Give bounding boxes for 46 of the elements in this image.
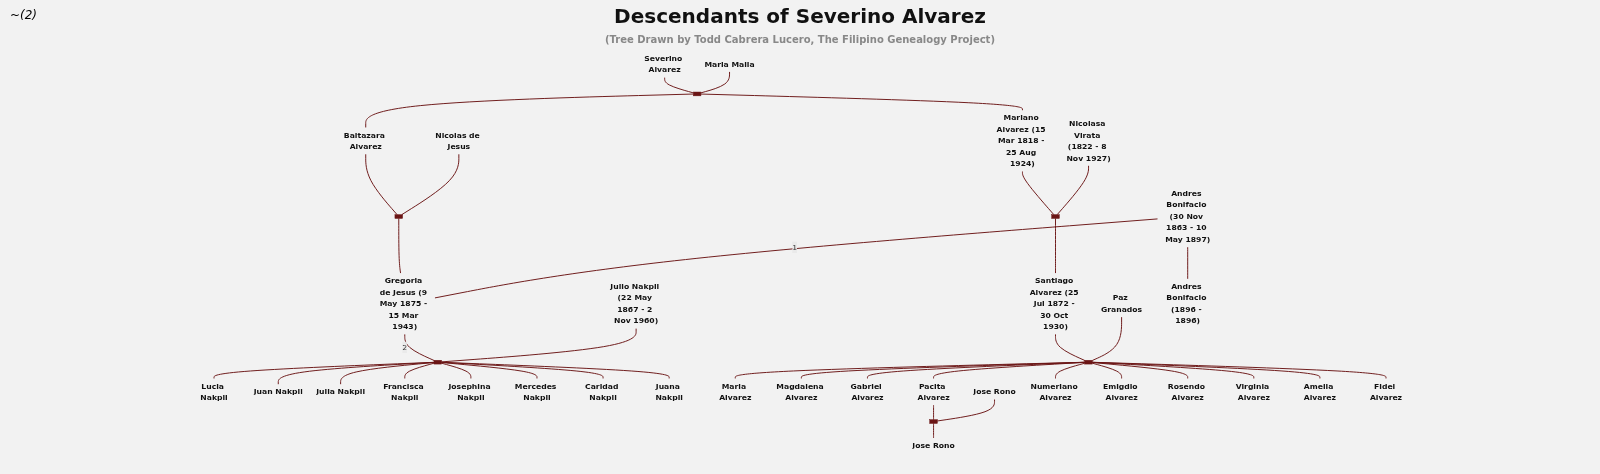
connector bbox=[340, 362, 435, 385]
node-bar bbox=[433, 360, 442, 365]
connector bbox=[365, 153, 398, 216]
node-bar bbox=[693, 91, 702, 97]
connector bbox=[398, 218, 402, 274]
connector bbox=[936, 399, 995, 422]
connector bbox=[1187, 246, 1189, 280]
connector bbox=[434, 218, 1158, 299]
connector bbox=[401, 153, 460, 216]
connector bbox=[1055, 362, 1086, 379]
connector bbox=[700, 71, 730, 94]
connector bbox=[1091, 361, 1255, 379]
node-bar bbox=[1051, 214, 1060, 219]
connector bbox=[1055, 333, 1086, 361]
connector bbox=[1091, 362, 1123, 379]
connector bbox=[1091, 361, 1387, 379]
connector bbox=[1091, 361, 1321, 379]
connector bbox=[933, 361, 1086, 379]
connector bbox=[404, 333, 435, 361]
connector bbox=[404, 362, 435, 379]
node-bar bbox=[394, 214, 403, 219]
connector bbox=[867, 361, 1086, 379]
connector bbox=[213, 361, 435, 379]
connector bbox=[441, 328, 637, 363]
connector bbox=[441, 362, 472, 379]
connector bbox=[441, 361, 604, 379]
connector bbox=[1091, 362, 1189, 379]
connector bbox=[1022, 171, 1055, 216]
node-bar bbox=[1084, 360, 1093, 365]
connector bbox=[1056, 165, 1090, 216]
connector bbox=[1055, 218, 1056, 274]
connector bbox=[800, 361, 1086, 379]
caption: (Tree Drawn by Todd Cabrera Lucero, The Filipino Genealogy Project) bbox=[605, 34, 995, 45]
connector bbox=[933, 404, 935, 421]
note-label: ~(2) bbox=[10, 8, 38, 22]
node-bar bbox=[929, 419, 938, 424]
connector bbox=[1091, 316, 1123, 361]
connector bbox=[700, 93, 1023, 111]
connector bbox=[441, 362, 538, 379]
connector bbox=[734, 361, 1086, 379]
connector bbox=[933, 423, 935, 439]
connector bbox=[277, 361, 435, 385]
connector bbox=[365, 93, 694, 128]
diagram-title: Descendants of Severino Alvarez bbox=[614, 4, 986, 28]
connector bbox=[664, 77, 694, 94]
connector bbox=[441, 361, 670, 379]
